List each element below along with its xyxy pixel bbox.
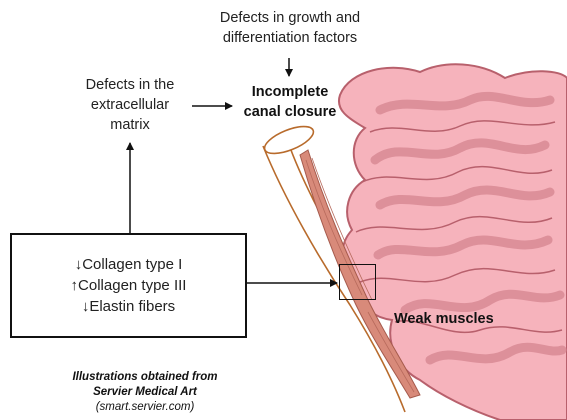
- credit-line2: Servier Medical Art: [40, 385, 250, 400]
- zoom-square: [339, 264, 376, 300]
- box-line-collagen-3: ↑Collagen type III: [71, 275, 187, 296]
- label-growth-factors: Defects in growth and differentiation fa…: [180, 8, 400, 48]
- label-canal-closure-line1: Incomplete: [225, 82, 355, 102]
- label-canal-closure-line2: canal closure: [225, 102, 355, 122]
- credit-line3: (smart.servier.com): [40, 400, 250, 415]
- label-ecm-line1: Defects in the: [60, 75, 200, 95]
- box-line-collagen-1: ↓Collagen type I: [75, 254, 183, 275]
- credit-note: Illustrations obtained from Servier Medi…: [40, 370, 250, 415]
- label-weak-muscles: Weak muscles: [394, 309, 524, 329]
- label-ecm-line2: extracellular: [60, 95, 200, 115]
- collagen-box: ↓Collagen type I ↑Collagen type III ↓Ela…: [10, 233, 247, 338]
- credit-line1: Illustrations obtained from: [40, 370, 250, 385]
- label-growth-factors-line2: differentiation factors: [180, 28, 400, 48]
- label-ecm-line3: matrix: [60, 115, 200, 135]
- box-line-elastin: ↓Elastin fibers: [82, 296, 175, 317]
- label-growth-factors-line1: Defects in growth and: [180, 8, 400, 28]
- label-extracellular-matrix: Defects in the extracellular matrix: [60, 75, 200, 135]
- label-canal-closure: Incomplete canal closure: [225, 82, 355, 122]
